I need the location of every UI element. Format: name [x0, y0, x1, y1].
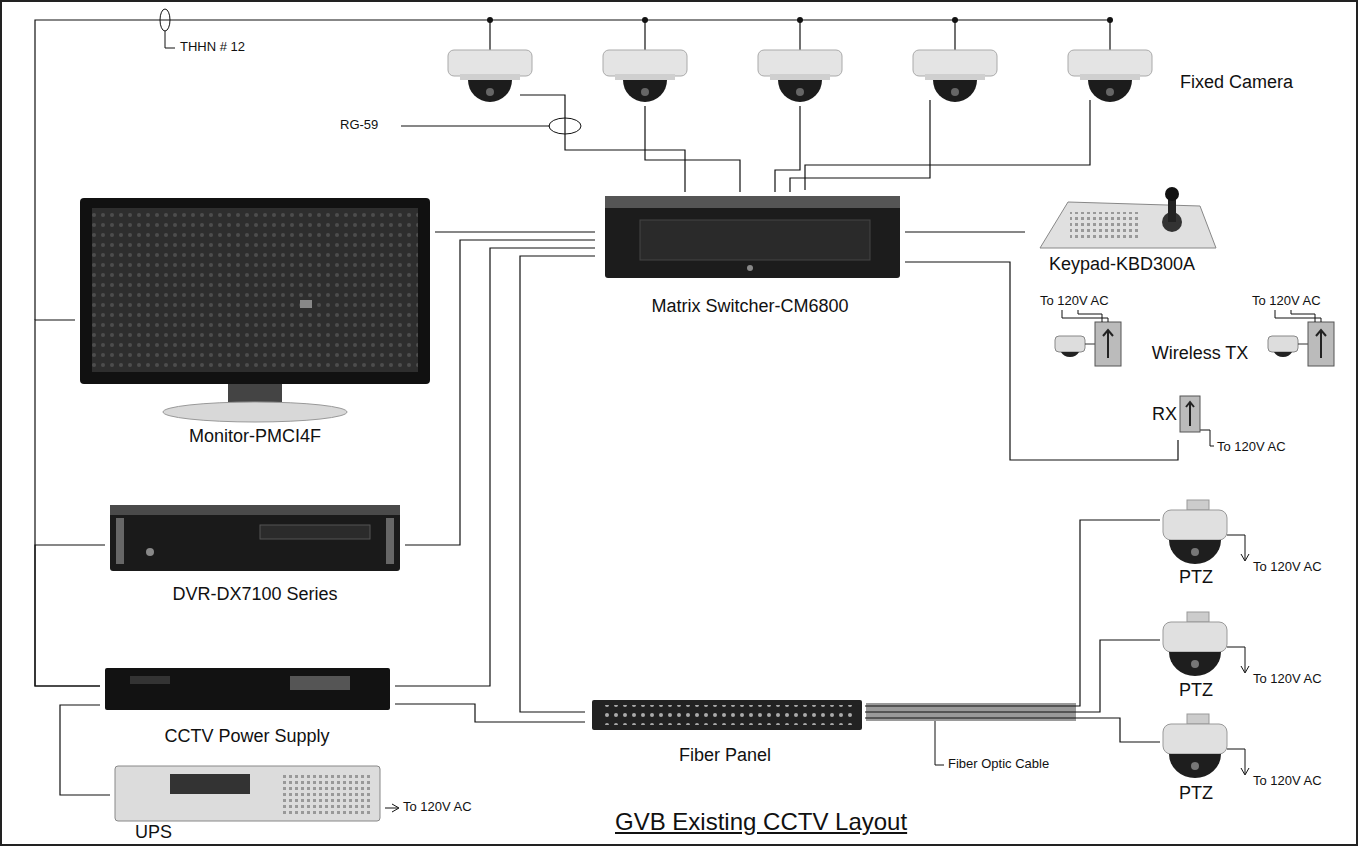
- dvr: DVR-DX7100 Series: [105, 500, 405, 612]
- device-label: PTZ: [1179, 783, 1213, 804]
- cable-connector: [865, 718, 1160, 742]
- power-note: To 120V AC: [1040, 294, 1109, 309]
- cable-connector: [865, 520, 1160, 706]
- cable-connector: [865, 640, 1160, 712]
- ups: UPS: [110, 762, 385, 845]
- power-note: To 120V AC: [1252, 294, 1321, 309]
- monitor: Monitor-PMCI4F: [75, 195, 435, 452]
- power-note: To 120V AC: [403, 800, 472, 815]
- cable-connector: [35, 320, 100, 686]
- cable-connector: [520, 256, 595, 712]
- device-label: Wireless TX: [1152, 343, 1249, 364]
- device-label: UPS: [135, 822, 172, 843]
- cable-connector: [905, 231, 1025, 232]
- cable-connector: [395, 704, 585, 722]
- cable-connector: [805, 128, 1090, 190]
- power-supply: CCTV Power Supply: [100, 660, 395, 748]
- device-label: RX: [1152, 404, 1177, 425]
- device-label: Fixed Camera: [1180, 72, 1293, 93]
- cable-connector: [35, 545, 105, 686]
- device-label: Fiber Panel: [679, 745, 771, 766]
- cable-label: Fiber Optic Cable: [948, 757, 1049, 772]
- fixed-camera: Fixed Camera: [1060, 35, 1305, 128]
- device-label: PTZ: [1179, 567, 1213, 588]
- cable-label: THHN # 12: [180, 40, 245, 55]
- cable-connector: [405, 240, 595, 545]
- ptz-camera: PTZ: [1160, 610, 1235, 702]
- power-note: To 120V AC: [1253, 672, 1322, 687]
- fiber-panel: Fiber Panel: [585, 695, 865, 767]
- device-label: CCTV Power Supply: [164, 726, 329, 747]
- cable-connector: [435, 231, 595, 232]
- device-label: Monitor-PMCI4F: [189, 426, 321, 447]
- device-label: Matrix Switcher-CM6800: [651, 296, 848, 317]
- power-note: To 120V AC: [1217, 440, 1286, 455]
- cable-label: RG-59: [340, 118, 378, 133]
- matrix-switcher: Matrix Switcher-CM6800: [595, 190, 905, 322]
- wireless-transmitter: Wireless TX: [1050, 315, 1345, 390]
- power-note: To 120V AC: [1253, 560, 1322, 575]
- cable-connector: [60, 705, 110, 795]
- cable-connector: [395, 248, 595, 686]
- ptz-camera: PTZ: [1160, 715, 1235, 807]
- device-label: Keypad-KBD300A: [1049, 254, 1195, 275]
- wireless-receiver: RX: [1150, 392, 1205, 440]
- keypad: Keypad-KBD300A: [1025, 185, 1220, 278]
- ptz-camera: PTZ: [1160, 495, 1235, 590]
- power-note: To 120V AC: [1253, 774, 1322, 789]
- diagram-title: GVB Existing CCTV Layout: [615, 808, 907, 836]
- device-label: PTZ: [1179, 680, 1213, 701]
- cable-connector: [905, 262, 1178, 460]
- device-label: DVR-DX7100 Series: [172, 584, 337, 605]
